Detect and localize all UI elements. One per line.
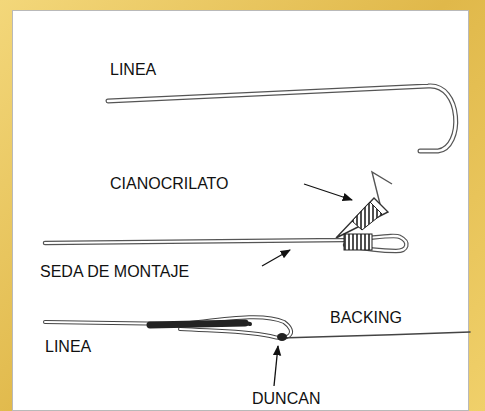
part-label: LINEA [110,62,156,78]
part-label: LINEA [45,339,91,355]
leader-arrow [274,346,278,386]
whipped-loop-line [45,234,406,251]
part-label: BACKING [330,310,402,326]
line-backing-joint [45,317,470,341]
tapered-line-end [336,172,392,238]
part-label: CIANOCRILATO [110,176,229,192]
leader-arrow [304,184,352,200]
fly-line-loop [108,86,456,151]
knot-label: DUNCAN [252,391,320,407]
leader-arrow [262,250,290,266]
part-label: SEDA DE MONTAJE [40,264,189,280]
